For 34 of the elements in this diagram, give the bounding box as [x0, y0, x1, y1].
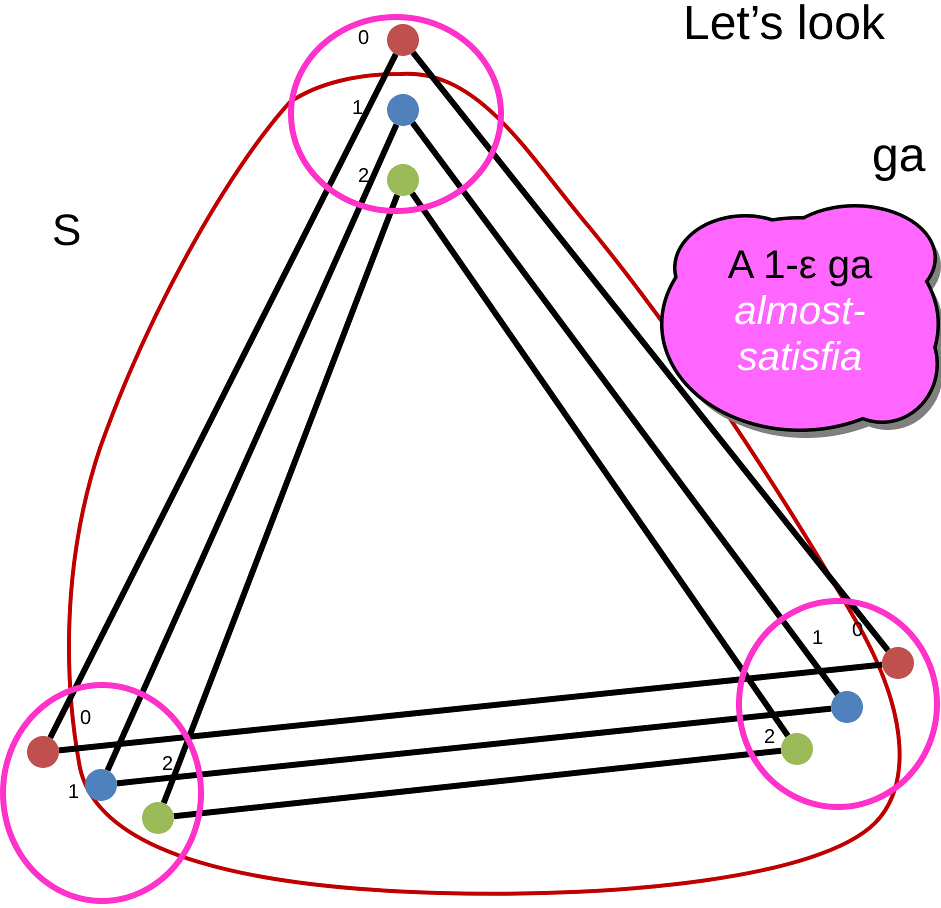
connector-line	[104, 123, 400, 772]
vertex-dot	[85, 769, 117, 801]
connector-line	[410, 191, 790, 738]
vertex-dot	[387, 94, 419, 126]
connector-line	[410, 121, 840, 696]
connector-line	[410, 50, 890, 652]
callout-text: almost- satisfia	[733, 288, 867, 380]
connector-line	[58, 662, 882, 754]
connector-line	[48, 52, 398, 740]
connector-line	[116, 706, 832, 786]
callout-text: A 1-ε ga	[726, 242, 874, 288]
group-ellipse	[736, 598, 940, 810]
slide-text: ga	[872, 128, 926, 183]
vertex-dot	[27, 736, 59, 768]
vertex-number: 0	[80, 708, 92, 728]
vertex-dot	[882, 647, 914, 679]
vertex-number: 0	[358, 28, 370, 48]
vertex-number: 1	[812, 628, 824, 648]
vertex-number: 1	[68, 782, 80, 802]
vertex-number: 1	[352, 98, 364, 118]
connector-line	[160, 194, 400, 804]
vertex-dot	[831, 691, 863, 723]
vertex-dot	[387, 24, 419, 56]
vertex-dot	[781, 733, 813, 765]
group-ellipse	[288, 14, 504, 214]
group-ellipse	[0, 682, 204, 904]
vertex-number: 2	[162, 754, 174, 774]
vertex-dot	[142, 802, 174, 834]
connector-line	[174, 748, 782, 820]
slide-text: Let’s look	[683, 0, 885, 51]
vertex-number: 2	[358, 166, 370, 186]
vertex-number: 2	[764, 727, 776, 747]
slide-text: S	[52, 206, 82, 256]
vertex-dot	[387, 164, 419, 196]
